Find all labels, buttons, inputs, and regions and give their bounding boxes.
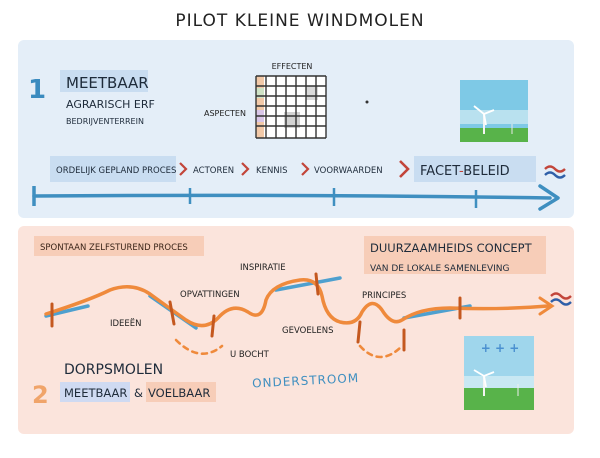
wind-turbine-image-1: [460, 80, 528, 142]
chevron-icon: [179, 162, 188, 176]
blue-segment-3: [274, 276, 342, 292]
tag-ampersand: &: [134, 386, 143, 400]
meetbaar-highlight: [60, 70, 148, 92]
label-inspiratie: INSPIRATIE: [240, 263, 286, 273]
step-1: ORDELIJK GEPLAND PROCES: [56, 166, 176, 176]
section-2-heading: DORPSMOLEN: [64, 362, 163, 378]
chevron-icon: [241, 162, 250, 176]
step-4: VOORWAARDEN: [314, 166, 383, 176]
process-highlight: [34, 236, 204, 256]
dutch-flag-icon: [544, 165, 566, 179]
chevron-icon: [399, 160, 410, 178]
label-opvattingen: OPVATTINGEN: [180, 290, 240, 300]
flow-ticks: [50, 272, 462, 352]
label-onderstroom: ONDERSTROOM: [252, 371, 360, 391]
concept-title: DUURZAAMHEIDS CONCEPT: [370, 241, 533, 255]
section-1-sub1: AGRARISCH ERF: [66, 98, 155, 111]
section-2-number: 2: [32, 381, 49, 409]
dutch-flag-icon: [550, 292, 572, 306]
orange-flow-line: [44, 278, 550, 328]
label-principes: PRINCIPES: [362, 291, 406, 301]
step-2: ACTOREN: [193, 166, 234, 176]
step-3: KENNIS: [256, 166, 288, 176]
label-u-bocht: U BOCHT: [230, 350, 270, 360]
section-1-number: 1: [28, 75, 46, 105]
facet-beleid-label: FACET-BELEID: [420, 164, 510, 179]
timeline-arrow-1: [32, 184, 560, 211]
grid-side-label: ASPECTEN: [204, 109, 246, 118]
plus-signs: + + +: [481, 341, 520, 355]
wind-turbine-image-2: [464, 336, 534, 410]
section-1-sub2: BEDRIJVENTERREIN: [66, 117, 144, 126]
concept-highlight: [364, 236, 546, 258]
page-title: PILOT KLEINE WINDMOLEN: [175, 11, 424, 31]
concept-subtitle: VAN DE LOKALE SAMENLEVING: [370, 264, 510, 274]
section-1-heading: MEETBAAR: [66, 74, 149, 92]
grid-top-label: EFFECTEN: [272, 62, 313, 71]
chevron-icon: [301, 162, 310, 176]
small-dot: [365, 100, 369, 104]
facet-beleid-highlight: [414, 156, 536, 182]
voelbaar-tag-highlight: [146, 382, 216, 402]
tag-voelbaar: VOELBAAR: [148, 386, 210, 400]
orange-arrowhead: [538, 296, 555, 316]
meetbaar-tag-highlight: [60, 382, 130, 402]
step-highlight: [50, 156, 176, 182]
tag-meetbaar: MEETBAAR: [64, 386, 127, 400]
effects-aspects-grid: [255, 75, 327, 139]
spontaneous-process-label: SPONTAAN ZELFSTUREND PROCES: [40, 243, 188, 253]
label-gevoelens: GEVOELENS: [282, 326, 334, 336]
u-bend-line: [358, 344, 404, 359]
concept-sub-highlight: [364, 258, 546, 274]
label-ideeen: IDEEËN: [110, 318, 142, 329]
u-bend-line: [174, 338, 224, 355]
